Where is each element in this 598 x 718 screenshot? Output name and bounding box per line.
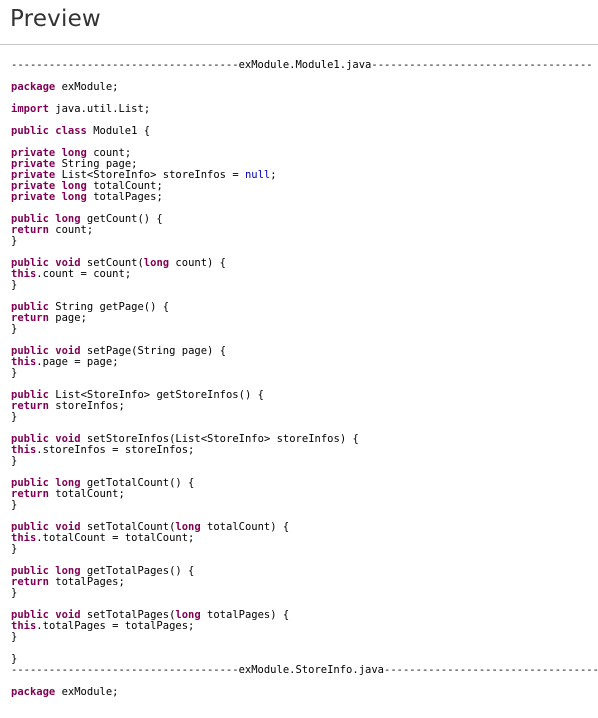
code-line: }: [11, 653, 18, 665]
code-line: return totalCount;: [11, 488, 125, 500]
code-line: public void setStoreInfos(List<StoreInfo…: [11, 433, 359, 445]
code-line: }: [11, 235, 18, 247]
code-line: this.totalPages = totalPages;: [11, 620, 195, 632]
code-line: private String page;: [11, 158, 138, 170]
code-line: private long totalCount;: [11, 180, 163, 192]
code-line: }: [11, 631, 18, 643]
code-line: }: [11, 455, 18, 467]
code-line: return count;: [11, 224, 94, 236]
code-preview: ------------------------------------exMo…: [11, 59, 598, 698]
code-line: }: [11, 587, 18, 599]
code-line: public void setPage(String page) {: [11, 345, 227, 357]
code-line: return totalPages;: [11, 576, 125, 588]
code-line: return page;: [11, 312, 87, 324]
code-line: package exModule;: [11, 81, 119, 93]
code-line: public List<StoreInfo> getStoreInfos() {: [11, 389, 264, 401]
code-line: }: [11, 323, 18, 335]
code-line: public String getPage() {: [11, 301, 170, 313]
code-line: public long getTotalPages() {: [11, 565, 195, 577]
code-line: private long count;: [11, 147, 132, 159]
page-title: Preview: [10, 6, 101, 32]
code-line: public long getCount() {: [11, 213, 163, 225]
code-line: this.count = count;: [11, 268, 132, 280]
code-line: public void setTotalCount(long totalCoun…: [11, 521, 290, 533]
code-line: public class Module1 {: [11, 125, 151, 137]
code-line: }: [11, 499, 18, 511]
code-line: this.storeInfos = storeInfos;: [11, 444, 195, 456]
code-line: }: [11, 543, 18, 555]
code-line: return storeInfos;: [11, 400, 125, 412]
code-line: import java.util.List;: [11, 103, 151, 115]
code-line: public long getTotalCount() {: [11, 477, 195, 489]
code-line: this.page = page;: [11, 356, 119, 368]
code-line: }: [11, 279, 18, 291]
code-line: public void setCount(long count) {: [11, 257, 226, 269]
code-line: this.totalCount = totalCount;: [11, 532, 195, 544]
preview-header: Preview: [0, 0, 598, 45]
code-line: ------------------------------------exMo…: [11, 59, 593, 71]
code-line: [11, 643, 591, 654]
code-line: private List<StoreInfo> storeInfos = nul…: [11, 169, 277, 181]
code-line: }: [11, 367, 18, 379]
code-line: private long totalPages;: [11, 191, 163, 203]
code-line: public void setTotalPages(long totalPage…: [11, 609, 290, 621]
code-line: }: [11, 411, 18, 423]
code-line: package exModule;: [11, 686, 119, 698]
code-line: ------------------------------------exMo…: [11, 664, 598, 676]
